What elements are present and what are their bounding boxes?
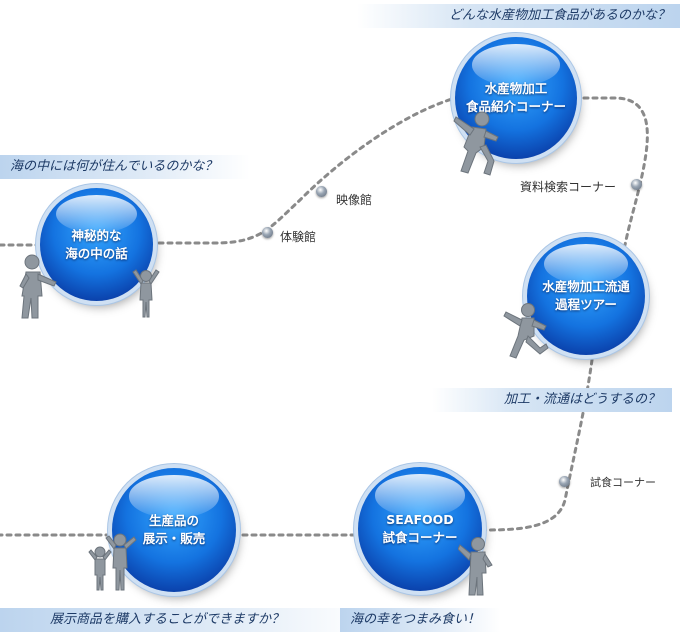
person-waving-icon xyxy=(458,537,493,596)
sphere-distribution-tour[interactable]: 水産物加工流通 過程ツアー xyxy=(527,237,645,355)
point-tasting-corner-label: 試食コーナー xyxy=(590,476,656,489)
point-experience-hall[interactable] xyxy=(262,227,273,238)
sphere-seafood-tasting-corner[interactable]: SEAFOOD 試食コーナー xyxy=(358,467,482,591)
sphere-distribution-tour-label: 水産物加工流通 過程ツアー xyxy=(542,279,630,312)
route-mystery-to-products xyxy=(148,96,457,245)
banner-tasting-question-text: 海の幸をつまみ食い！ xyxy=(350,612,481,627)
banner-tasting-question: 海の幸をつまみ食い！ xyxy=(340,608,500,632)
sphere-seafood-tasting-corner-label: SEAFOOD 試食コーナー xyxy=(382,512,458,545)
sphere-processed-food-corner-label: 水産物加工 食品紹介コーナー xyxy=(465,81,566,114)
banner-sea-question-text: 海の中には何が住んでいるのかな？ xyxy=(10,159,218,174)
person-jumping-icon xyxy=(503,303,549,359)
banner-purchase-question: 展示商品を購入することができますか？ xyxy=(0,608,368,632)
point-video-hall-label: 映像館 xyxy=(336,193,373,207)
route-process-to-seafood xyxy=(483,358,594,532)
person-pushing-left-icon xyxy=(19,254,57,319)
sphere-display-and-sales[interactable]: 生産品の 展示・販売 xyxy=(112,468,236,592)
person-pushing-sphere-icon xyxy=(453,111,499,176)
banner-sea-question: 海の中には何が住んでいるのかな？ xyxy=(0,155,250,179)
point-document-search-label: 資料検索コーナー xyxy=(520,180,617,194)
person-cheering-right-icon xyxy=(132,269,160,318)
sphere-display-and-sales-label: 生産品の 展示・販売 xyxy=(142,513,206,546)
point-tasting-corner[interactable] xyxy=(559,476,570,487)
sphere-processed-food-corner[interactable]: 水産物加工 食品紹介コーナー xyxy=(455,37,577,159)
point-video-hall[interactable] xyxy=(316,186,327,197)
sphere-mystery-of-sea[interactable]: 神秘的な 海の中の話 xyxy=(40,188,153,301)
point-experience-hall-label: 体験館 xyxy=(280,230,317,244)
banner-purchase-question-text: 展示商品を購入することができますか？ xyxy=(50,612,285,627)
banner-process-question: 加工・流通はどうするの？ xyxy=(432,388,672,412)
people-presenting-icon xyxy=(88,533,137,591)
point-document-search[interactable] xyxy=(631,179,642,190)
banner-products-question-text: どんな水産物加工食品があるのかな？ xyxy=(448,8,670,23)
banner-products-question: どんな水産物加工食品があるのかな？ xyxy=(357,4,680,28)
banner-process-question-text: 加工・流通はどうするの？ xyxy=(503,392,660,407)
route-products-to-process xyxy=(573,96,649,247)
sphere-mystery-of-sea-label: 神秘的な 海の中の話 xyxy=(65,227,128,261)
